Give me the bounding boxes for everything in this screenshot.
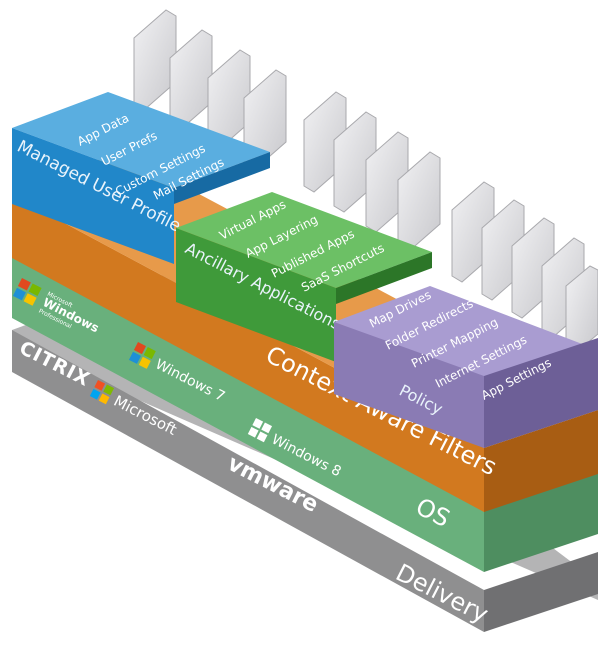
apps-block: Ancillary Applications Virtual Apps App … — [176, 91, 441, 362]
delivery-layer-front — [12, 330, 484, 632]
os-layer-side — [484, 470, 598, 572]
apps-block-side — [336, 252, 432, 304]
apps-block-front — [176, 228, 336, 362]
windows-orb-icon — [128, 342, 156, 369]
profile-block-top — [12, 92, 270, 188]
windows-flag-icon — [12, 278, 42, 306]
delivery-layer-side — [484, 552, 598, 632]
profile-block-side — [174, 152, 270, 204]
apps-block-top — [176, 192, 432, 288]
profile-block-front — [12, 128, 174, 264]
apps-pages — [303, 91, 441, 253]
policy-pages — [451, 181, 598, 355]
policy-block-side — [484, 338, 598, 448]
context-layer-side — [484, 410, 598, 512]
windows-8-icon — [247, 418, 273, 443]
os-layer: OS Microsoft Windows Professional Window… — [12, 255, 598, 572]
os-layer-front — [12, 255, 484, 572]
profile-block: Managed User Profile App Data User Prefs… — [12, 9, 287, 264]
profile-pages — [133, 9, 287, 171]
policy-block-front — [334, 322, 484, 448]
microsoft-squares-icon — [89, 380, 115, 405]
context-layer-front — [12, 195, 484, 512]
